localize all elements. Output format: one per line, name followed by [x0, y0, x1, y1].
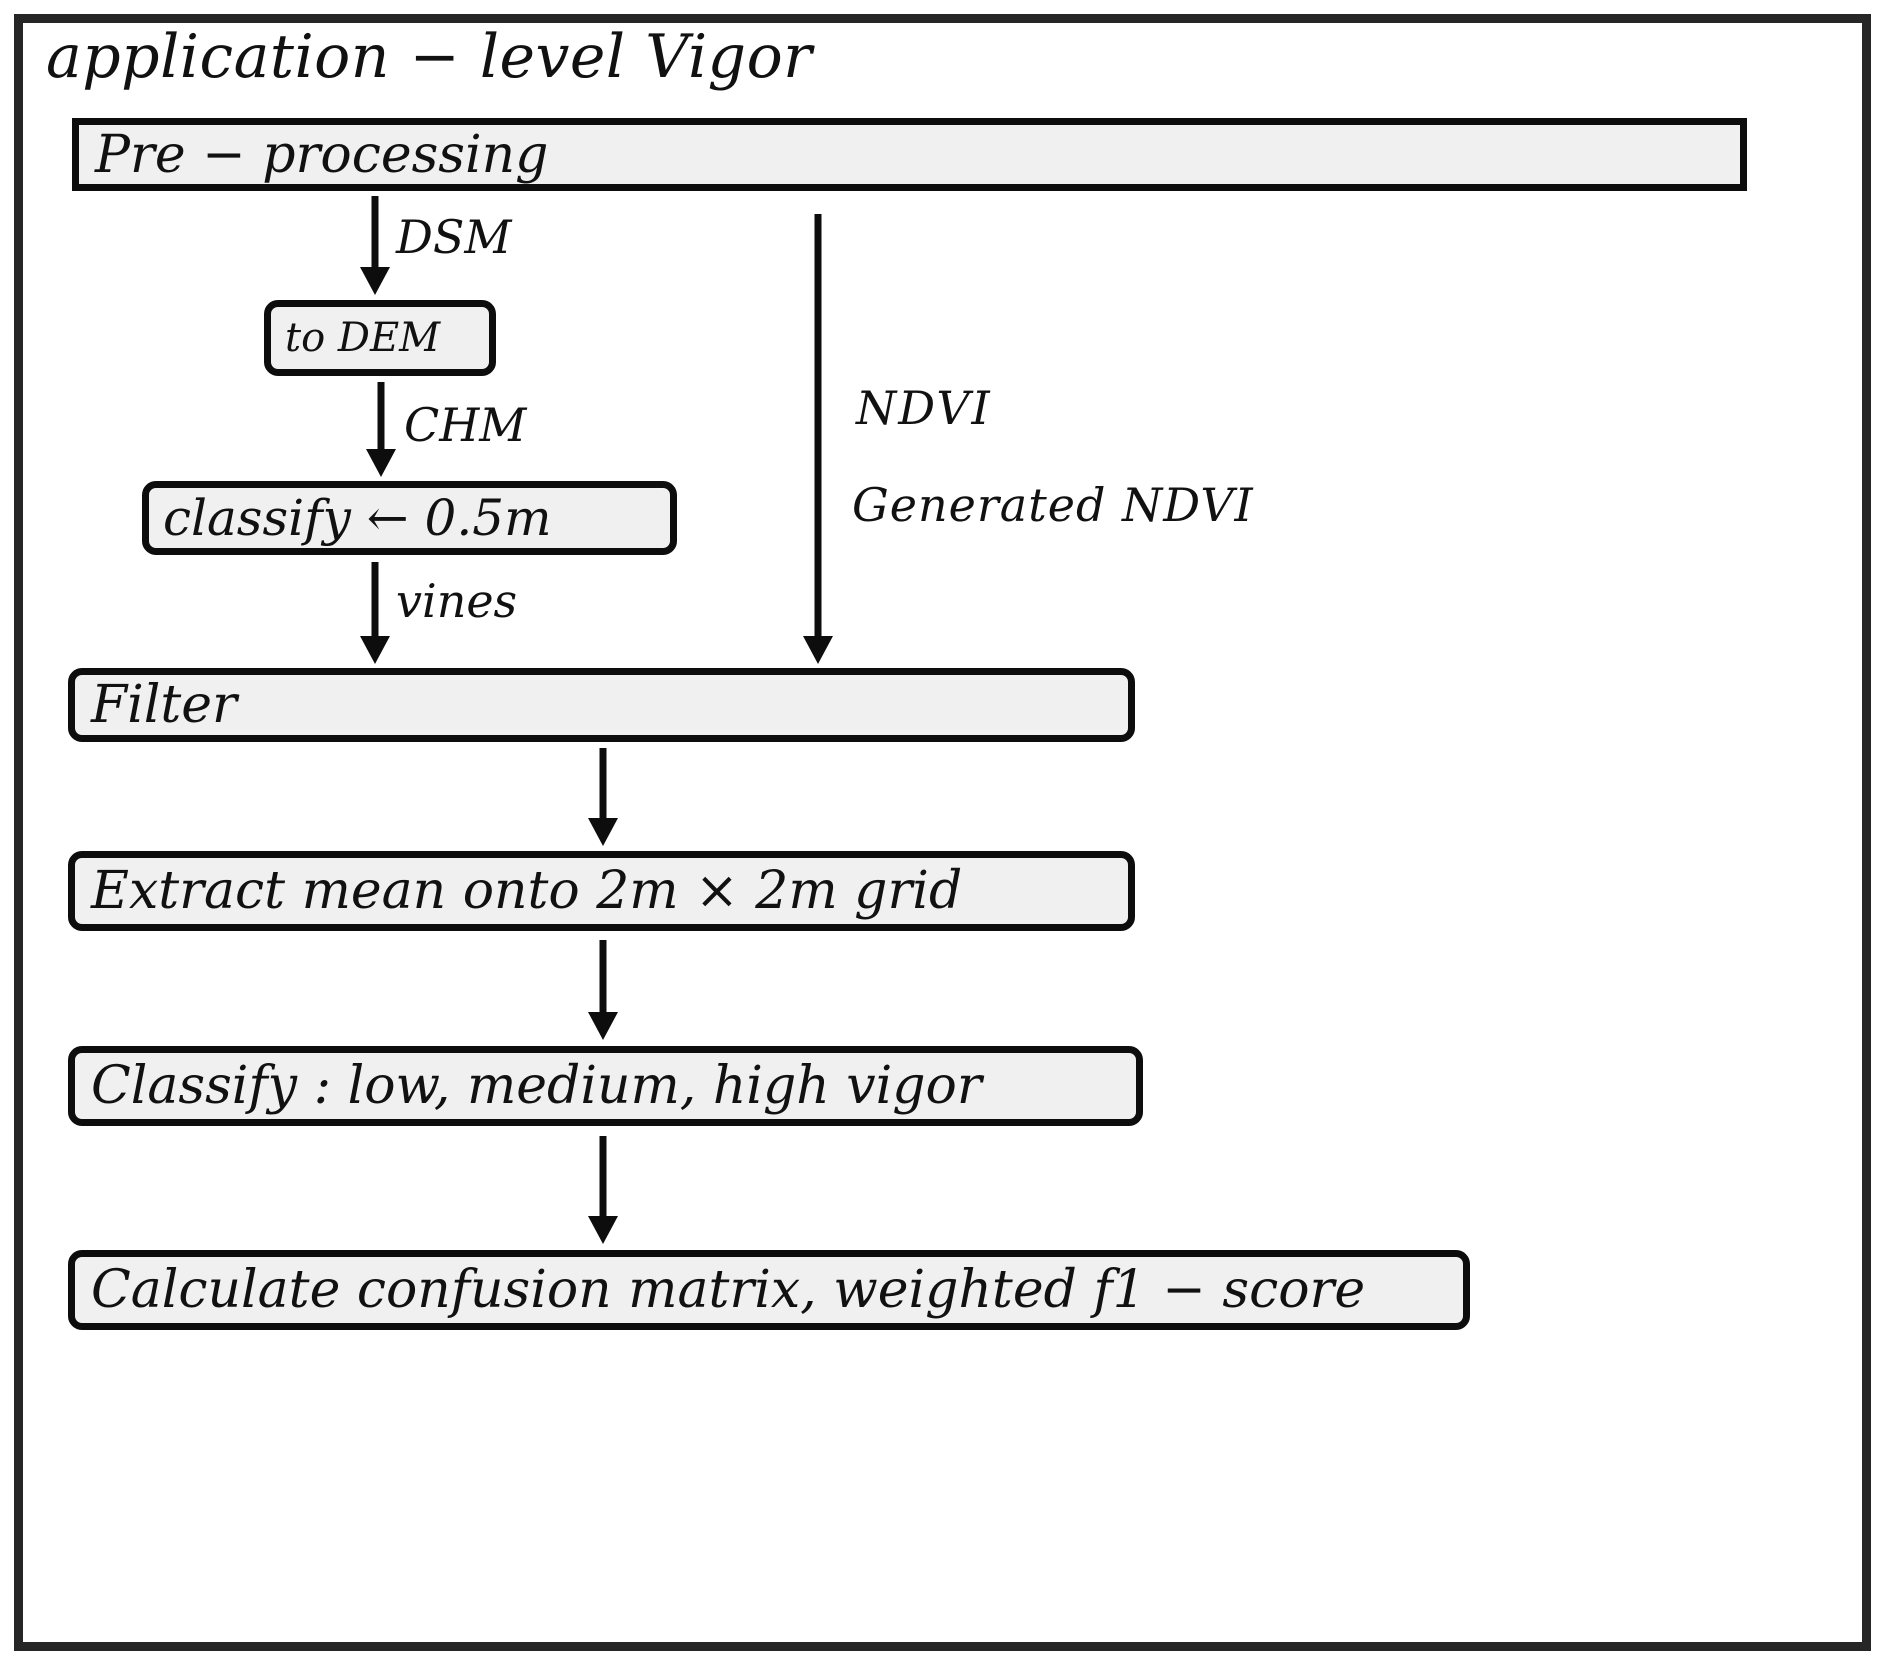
arrow-classify-to-filter	[358, 562, 392, 664]
arrow-head	[360, 267, 390, 295]
arrow-filter-to-extract	[586, 748, 620, 846]
arrow-shaft	[377, 382, 385, 450]
page-title: application − level Vigor	[46, 22, 813, 92]
arrow-shaft	[371, 562, 379, 637]
arrow-dem-to-classify	[364, 382, 398, 477]
node-classify-threshold[interactable]: classify ← 0.5m	[142, 481, 677, 555]
node-to-dem-label: to DEM	[285, 315, 441, 361]
node-classify-vigor[interactable]: Classify : low, medium, high vigor	[68, 1046, 1143, 1126]
arrow-classify-to-calculate	[586, 1136, 620, 1244]
edge-label-vines: vines	[396, 574, 518, 628]
arrow-shaft	[599, 748, 607, 819]
node-calculate-metrics[interactable]: Calculate confusion matrix, weighted f1 …	[68, 1250, 1470, 1330]
node-extract-mean[interactable]: Extract mean onto 2m × 2m grid	[68, 851, 1135, 931]
node-calculate-metrics-label: Calculate confusion matrix, weighted f1 …	[91, 1260, 1366, 1320]
arrow-head	[803, 636, 833, 664]
arrow-pre-to-dem	[358, 196, 392, 295]
edge-label-generated-ndvi: Generated NDVI	[852, 478, 1254, 532]
node-classify-threshold-label: classify ← 0.5m	[163, 489, 552, 547]
arrow-head	[366, 449, 396, 477]
node-classify-vigor-label: Classify : low, medium, high vigor	[91, 1056, 982, 1116]
arrow-head	[360, 636, 390, 664]
arrow-extract-to-classify	[586, 940, 620, 1040]
node-filter[interactable]: Filter	[68, 668, 1135, 742]
node-pre-processing[interactable]: Pre − processing	[72, 118, 1747, 191]
arrow-head	[588, 818, 618, 846]
arrow-shaft	[599, 1136, 607, 1217]
edge-label-chm: CHM	[404, 398, 527, 452]
arrow-shaft	[599, 940, 607, 1013]
node-extract-mean-label: Extract mean onto 2m × 2m grid	[91, 861, 963, 921]
edge-label-dsm: DSM	[396, 210, 512, 264]
arrow-head	[588, 1012, 618, 1040]
arrow-pre-to-filter-ndvi	[801, 214, 835, 664]
arrow-head	[588, 1216, 618, 1244]
diagram-outer-frame	[14, 14, 1871, 1651]
arrow-shaft	[371, 196, 379, 268]
node-to-dem[interactable]: to DEM	[264, 300, 496, 376]
arrow-shaft	[814, 214, 822, 637]
node-filter-label: Filter	[91, 675, 237, 735]
node-pre-processing-label: Pre − processing	[95, 124, 549, 185]
edge-label-ndvi: NDVI	[856, 381, 992, 435]
